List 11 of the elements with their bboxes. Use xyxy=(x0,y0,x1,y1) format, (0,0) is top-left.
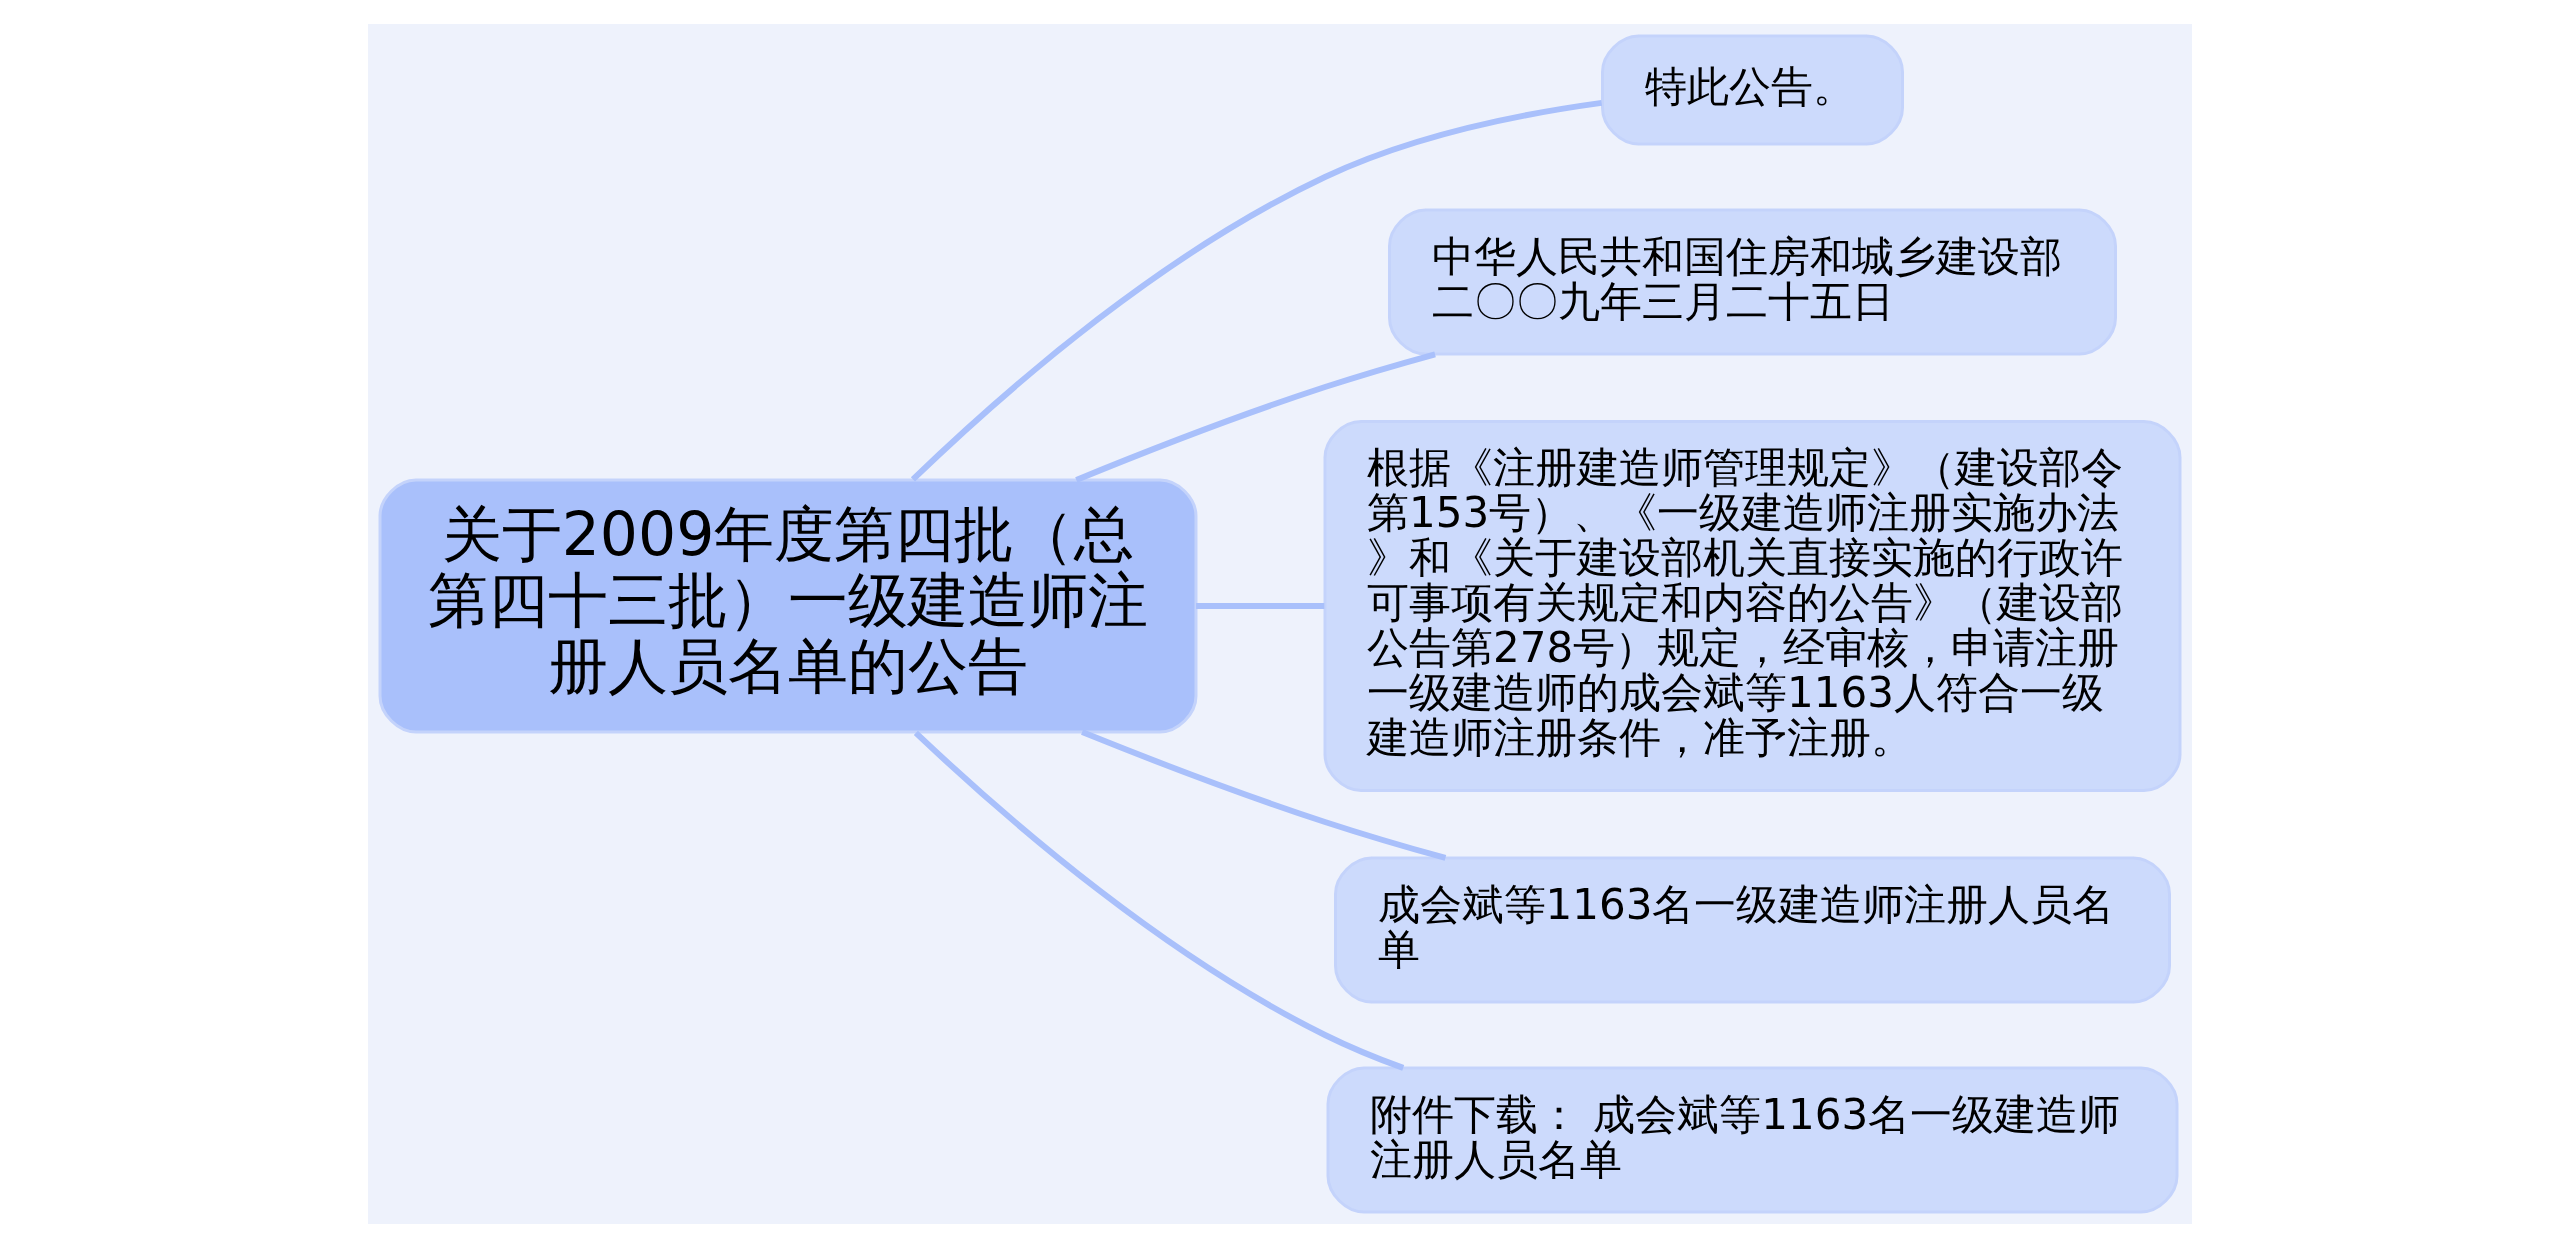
connector xyxy=(913,730,1405,1071)
connector xyxy=(1081,728,1447,861)
connector xyxy=(1196,602,1325,609)
connector xyxy=(1075,350,1436,483)
node-box: 关于2009年度第四批（总第四十三批）一级建造师注册人员名单的公告 xyxy=(378,478,1198,733)
node-box: 成会斌等1163名一级建造师注册人员名单 xyxy=(1334,856,2171,1003)
node-box: 根据《注册建造师管理规定》（建设部令第153号）、《一级建造师注册实施办法》和《关于建设部机关直接实施的行政许可事项有关规定和内容的公告》（建设部公告第278号）规定，经审核，申请注册一级建造师的成会斌等1163人符合一级建造师注册条件，准予注册。 xyxy=(1323,419,2182,792)
node-box: 中华人民共和国住房和城乡建设部 二〇〇九年三月二十五日 xyxy=(1388,208,2117,355)
node-box: 特此公告。 xyxy=(1601,34,1904,145)
connector xyxy=(910,99,1603,482)
node-box: 附件下载： 成会斌等1163名一级建造师注册人员名单 xyxy=(1326,1066,2179,1213)
